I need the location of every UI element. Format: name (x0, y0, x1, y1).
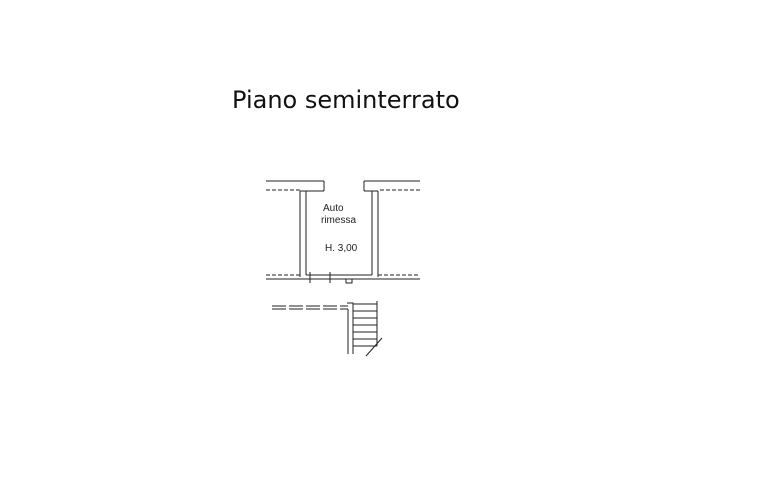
room-name-line2: rimessa (321, 215, 357, 226)
room-name-line1: Auto (323, 203, 344, 214)
floor-title: Piano seminterrato (232, 86, 460, 114)
room-height-label: H. 3,00 (325, 243, 358, 254)
